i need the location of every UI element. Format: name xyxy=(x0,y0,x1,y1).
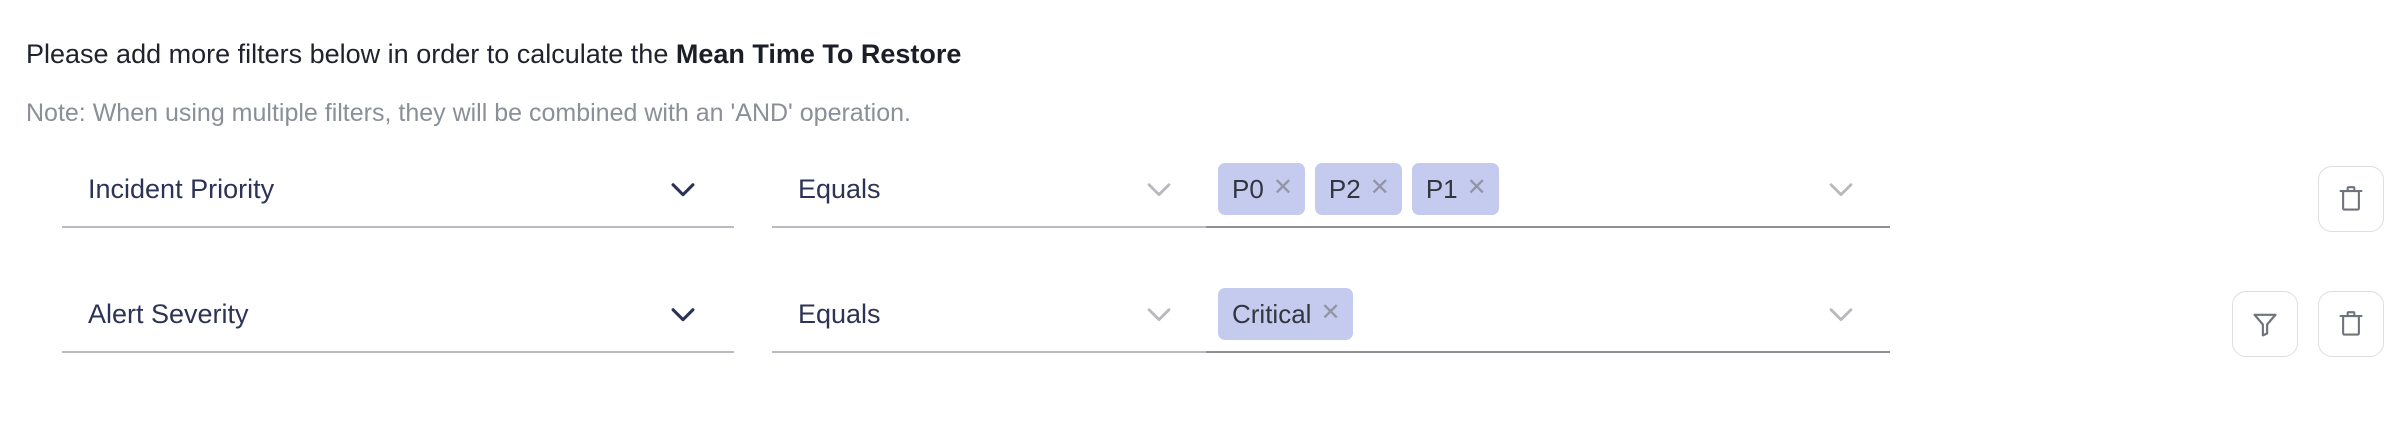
chevron-down-icon[interactable] xyxy=(1824,297,1858,331)
note-text: Note: When using multiple filters, they … xyxy=(26,99,911,127)
close-icon[interactable]: ✕ xyxy=(1272,174,1293,201)
delete-filter-button[interactable] xyxy=(2318,166,2384,232)
filter-row: Alert Severity Equals Critical ✕ xyxy=(0,275,2408,400)
chevron-down-icon[interactable] xyxy=(1824,172,1858,206)
close-icon[interactable]: ✕ xyxy=(1369,174,1390,201)
value-chip-label: P0 xyxy=(1232,173,1264,204)
chip-list: P0 ✕ P2 ✕ P1 ✕ xyxy=(1218,163,1499,215)
close-icon[interactable]: ✕ xyxy=(1320,299,1341,326)
chip-list: Critical ✕ xyxy=(1218,288,1353,340)
field-underline xyxy=(772,226,1208,228)
field-underline xyxy=(62,226,734,228)
chevron-down-icon[interactable] xyxy=(1142,172,1176,206)
field-underline xyxy=(1206,351,1890,353)
operator-select-value: Equals xyxy=(798,298,881,329)
chevron-down-icon[interactable] xyxy=(1142,297,1176,331)
field-underline xyxy=(62,351,734,353)
row-actions xyxy=(2318,160,2384,238)
value-chip[interactable]: P2 ✕ xyxy=(1314,163,1402,215)
attribute-select-value: Alert Severity xyxy=(88,298,249,329)
operator-select-value: Equals xyxy=(798,173,881,204)
page-title-metric: Mean Time To Restore xyxy=(675,39,962,69)
field-underline xyxy=(772,351,1208,353)
page-title: Please add more filters below in order t… xyxy=(26,38,961,70)
value-chip[interactable]: Critical ✕ xyxy=(1218,288,1353,340)
close-icon[interactable]: ✕ xyxy=(1466,174,1487,201)
row-actions xyxy=(2232,285,2384,363)
value-chip-label: Critical xyxy=(1232,298,1312,329)
chevron-down-icon[interactable] xyxy=(666,297,700,331)
value-multiselect[interactable]: P0 ✕ P2 ✕ P1 ✕ xyxy=(1206,150,1890,228)
field-underline xyxy=(1206,226,1890,228)
value-chip-label: P2 xyxy=(1328,173,1361,204)
operator-select[interactable]: Equals xyxy=(772,275,1208,353)
add-filter-button[interactable] xyxy=(2232,291,2298,357)
filter-row: Incident Priority Equals P0 ✕ xyxy=(0,150,2408,275)
attribute-select-value: Incident Priority xyxy=(88,173,275,204)
value-chip-label: P1 xyxy=(1425,173,1458,204)
value-chip[interactable]: P0 ✕ xyxy=(1218,163,1305,215)
attribute-select[interactable]: Alert Severity xyxy=(62,275,734,353)
operator-select[interactable]: Equals xyxy=(772,150,1208,228)
chevron-down-icon[interactable] xyxy=(666,172,700,206)
filter-rows-list: Incident Priority Equals P0 ✕ xyxy=(0,150,2408,400)
delete-filter-button[interactable] xyxy=(2318,291,2384,357)
value-chip[interactable]: P1 ✕ xyxy=(1411,163,1499,215)
page-title-prefix: Please add more filters below in order t… xyxy=(26,39,676,69)
value-multiselect[interactable]: Critical ✕ xyxy=(1206,275,1890,353)
attribute-select[interactable]: Incident Priority xyxy=(62,150,734,228)
